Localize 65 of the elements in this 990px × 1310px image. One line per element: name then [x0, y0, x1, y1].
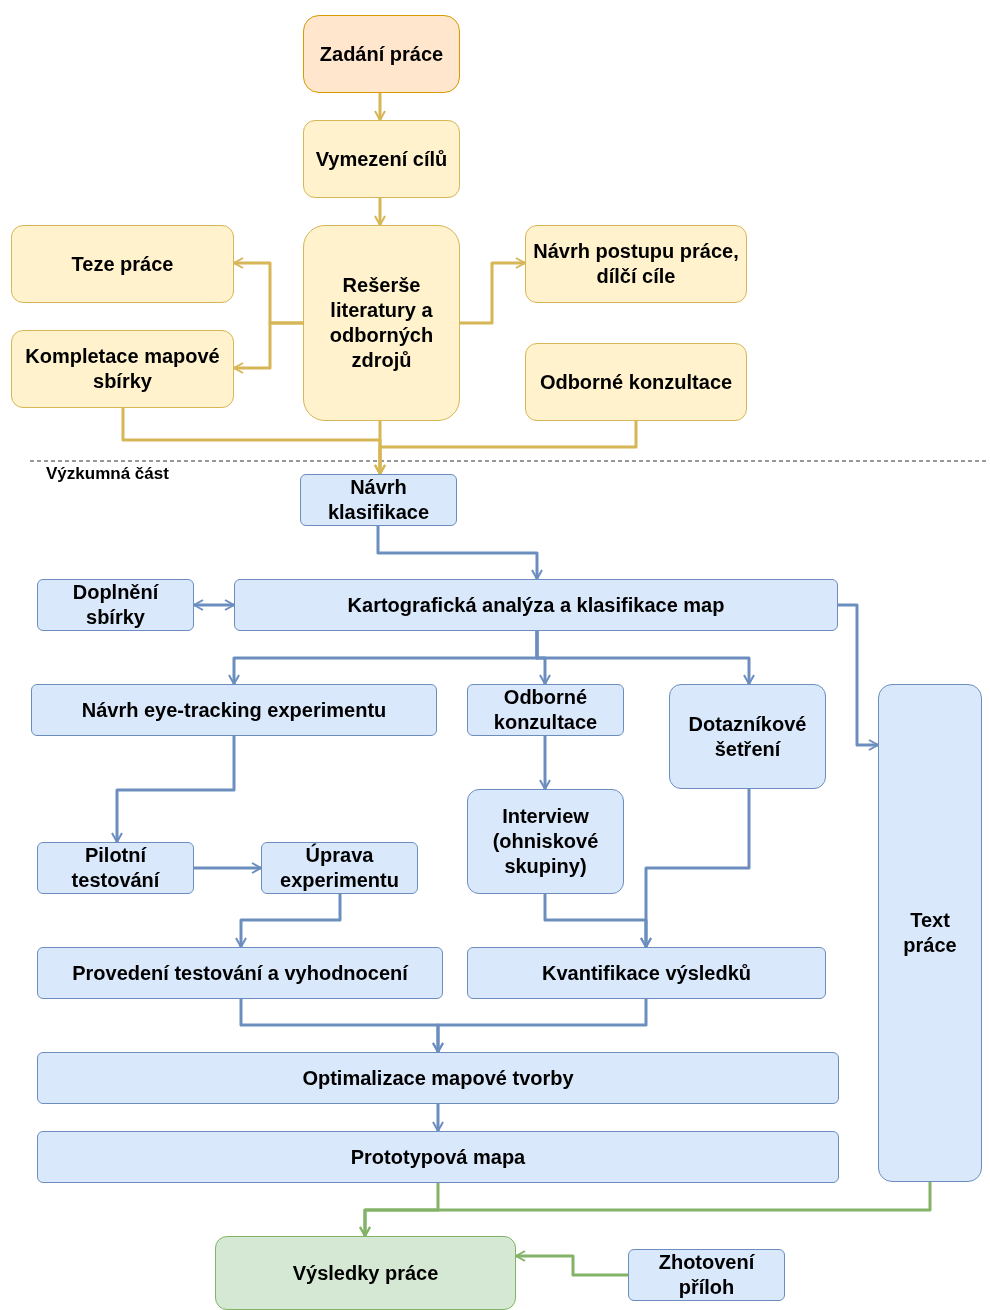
node-label: Prototypová mapa — [349, 1144, 527, 1170]
process-box — [628, 1249, 785, 1301]
connector-arrow — [374, 198, 386, 226]
node-label: Návrh postupu práce, dílčí cíle — [532, 239, 740, 289]
process-box — [525, 225, 747, 303]
node-label: Provedení testování a vyhodnocení — [71, 960, 410, 986]
process-box — [37, 947, 443, 999]
node-label: Kartografická analýza a klasifikace map — [346, 592, 726, 618]
connector-arrow — [194, 862, 262, 874]
process-box — [303, 120, 460, 198]
connector-arrow — [539, 736, 551, 790]
node-label: Vymezení cílů — [314, 146, 449, 172]
node-label: Zadání práce — [318, 41, 445, 67]
process-box — [37, 579, 194, 631]
node-label: Teze práce — [70, 251, 175, 277]
process-box — [31, 684, 437, 736]
connector-arrow — [359, 1182, 932, 1237]
process-box — [11, 225, 234, 303]
process-box — [215, 1236, 516, 1310]
connector-arrow — [515, 1250, 628, 1277]
node-label: Interview (ohniskové skupiny) — [491, 804, 600, 879]
connector-arrow — [640, 789, 751, 948]
node-label: Optimalizace mapové tvorby — [301, 1065, 575, 1091]
section-label: Výzkumná část — [46, 464, 169, 484]
connector-arrow — [432, 1104, 444, 1132]
process-box — [261, 842, 418, 894]
node-label: Zhotovení příloh — [657, 1250, 756, 1300]
node-label: Odborné konzultace — [492, 685, 599, 735]
process-box — [300, 474, 457, 526]
node-label: Návrh eye-tracking experimentu — [80, 697, 388, 723]
process-box — [525, 343, 747, 421]
connector-arrow — [374, 93, 386, 121]
node-label: Úprava experimentu — [279, 843, 400, 893]
connector-arrow — [111, 736, 236, 843]
tall-process-box — [878, 684, 982, 1182]
process-box — [669, 684, 826, 789]
connector-arrow — [838, 603, 879, 751]
node-label: Kompletace mapové sbírky — [24, 344, 221, 394]
node-label: Doplnění sbírky — [71, 580, 160, 630]
node-label: Dotazníkové šetření — [687, 711, 808, 762]
process-box — [37, 1052, 839, 1104]
connector-arrow — [460, 257, 526, 325]
process-box — [11, 330, 234, 408]
connector-arrow — [233, 321, 303, 374]
node-label: Rešerše literatury a odborných zdrojů — [328, 273, 435, 373]
process-box — [467, 684, 624, 736]
process-box — [303, 225, 460, 421]
connector-arrow — [374, 421, 638, 475]
connector-arrow — [376, 526, 543, 580]
connector-arrow — [535, 631, 755, 685]
node-label: Pilotní testování — [70, 843, 161, 893]
node-label: Odborné konzultace — [538, 369, 734, 395]
connector-arrow — [235, 894, 342, 948]
process-box — [234, 579, 838, 631]
process-box — [303, 15, 460, 93]
node-label: Kvantifikace výsledků — [541, 960, 752, 986]
connector-arrow — [432, 999, 648, 1053]
process-box — [467, 789, 624, 894]
node-label: Návrh klasifikace — [326, 475, 431, 525]
process-box — [37, 1131, 839, 1183]
connector-arrow — [193, 599, 235, 611]
node-label: Výsledky práce — [291, 1260, 440, 1286]
process-box — [467, 947, 826, 999]
process-box — [37, 842, 194, 894]
node-label: Text práce — [902, 908, 958, 958]
